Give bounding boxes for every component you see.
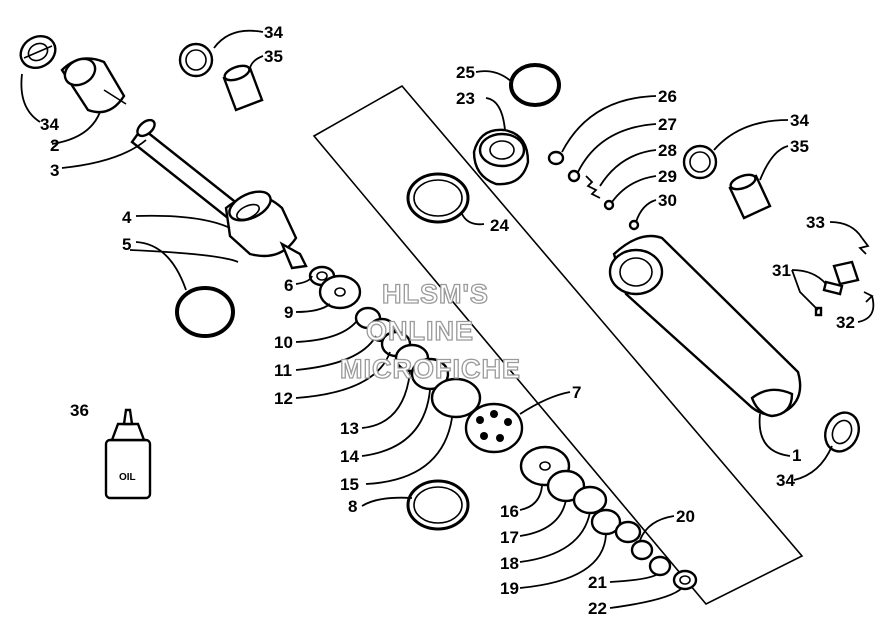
callout-9: 9: [284, 303, 293, 322]
callout-30: 30: [658, 191, 677, 210]
part-32-screw: [863, 291, 874, 303]
callout-34: 34: [40, 115, 59, 134]
callout-1: 1: [792, 446, 801, 465]
part-35-sleeve-right: [728, 173, 772, 220]
part-14-shim: [410, 357, 450, 391]
part-9-shim: [318, 274, 362, 310]
part-34-bushing-top-left: [19, 34, 57, 70]
callout-28: 28: [658, 141, 677, 160]
part-22-nut: [672, 569, 698, 591]
callout-20: 20: [676, 507, 695, 526]
part-34-bushing-bottom-right: [824, 411, 860, 453]
callout-23: 23: [456, 89, 475, 108]
part-33-screw: [858, 237, 870, 255]
callout-16: 16: [500, 502, 519, 521]
callout-5: 5: [122, 235, 131, 254]
svg-text:ONLINE: ONLINE: [366, 316, 474, 346]
oil-label: OIL: [119, 472, 136, 483]
callout-24: 24: [490, 216, 509, 235]
callout-32: 32: [836, 313, 855, 332]
part-7-piston: [464, 402, 524, 454]
svg-text:MICROFICHE: MICROFICHE: [340, 354, 521, 384]
shim-stack-right: [519, 445, 698, 591]
part-29-ball: [603, 199, 615, 211]
part-36-oil-bottle: OIL: [104, 408, 152, 500]
callout-25: 25: [456, 63, 475, 82]
callout-4: 4: [122, 208, 132, 227]
callout-33: 33: [806, 213, 825, 232]
callout-11: 11: [274, 361, 292, 380]
callout-13: 13: [340, 419, 359, 438]
part-15-shim: [430, 377, 482, 419]
part-21-washer: [648, 555, 672, 577]
part-23-reservoir-cap: [472, 128, 530, 186]
part-1-shock-body: [608, 234, 802, 418]
callout-2: 2: [50, 136, 59, 155]
callout-31: 31: [772, 261, 791, 280]
part-24-ring: [406, 172, 470, 224]
assembly-outline: [312, 84, 804, 605]
callout-3: 3: [50, 161, 59, 180]
part-5-o-ring: [175, 286, 235, 338]
part-2-eyelet: [60, 57, 127, 114]
part-34-bushing-top-center: [178, 42, 214, 78]
part-18-shim: [572, 485, 608, 515]
callout-22: 22: [588, 599, 607, 618]
callout-36: 36: [70, 401, 89, 420]
watermark: HLSM'S ONLINE MICROFICHE: [339, 278, 521, 384]
svg-text:HLSM'S: HLSM'S: [382, 279, 489, 309]
part-26-nut: [547, 150, 565, 166]
callout-35: 35: [790, 137, 809, 156]
callout-27: 27: [658, 115, 677, 134]
callout-14: 14: [340, 447, 359, 466]
callout-labels: 34 35 34 2 3 4 5 6 9 10 11 12 13 14 15 8…: [40, 23, 855, 618]
part-20-shim: [614, 520, 642, 544]
part-4-seal-head: [224, 190, 308, 270]
part-25-ring: [509, 63, 561, 107]
callout-19: 19: [500, 579, 519, 598]
part-34-bushing-right: [682, 144, 718, 180]
callout-34: 34: [264, 23, 283, 42]
callout-34: 34: [776, 471, 795, 490]
callout-8: 8: [348, 497, 357, 516]
callout-35: 35: [264, 47, 283, 66]
callout-34: 34: [790, 111, 809, 130]
callout-17: 17: [500, 528, 519, 547]
callout-10: 10: [274, 333, 293, 352]
callout-15: 15: [340, 475, 359, 494]
leader-lines: [20, 29, 875, 609]
part-27-ball: [567, 169, 581, 183]
shim-stack-left: [318, 274, 482, 419]
callout-26: 26: [658, 87, 677, 106]
part-20b-shim: [630, 539, 654, 561]
part-8-piston-ring: [406, 479, 470, 531]
part-31-valve-assembly: [814, 260, 860, 317]
callout-21: 21: [588, 573, 607, 592]
callout-7: 7: [572, 383, 581, 402]
part-30-ball: [628, 219, 640, 231]
callout-6: 6: [284, 276, 293, 295]
callout-18: 18: [500, 554, 519, 573]
part-28-spring: [585, 175, 601, 199]
callout-12: 12: [274, 389, 293, 408]
part-35-sleeve-top-center: [222, 64, 264, 112]
callout-29: 29: [658, 167, 677, 186]
